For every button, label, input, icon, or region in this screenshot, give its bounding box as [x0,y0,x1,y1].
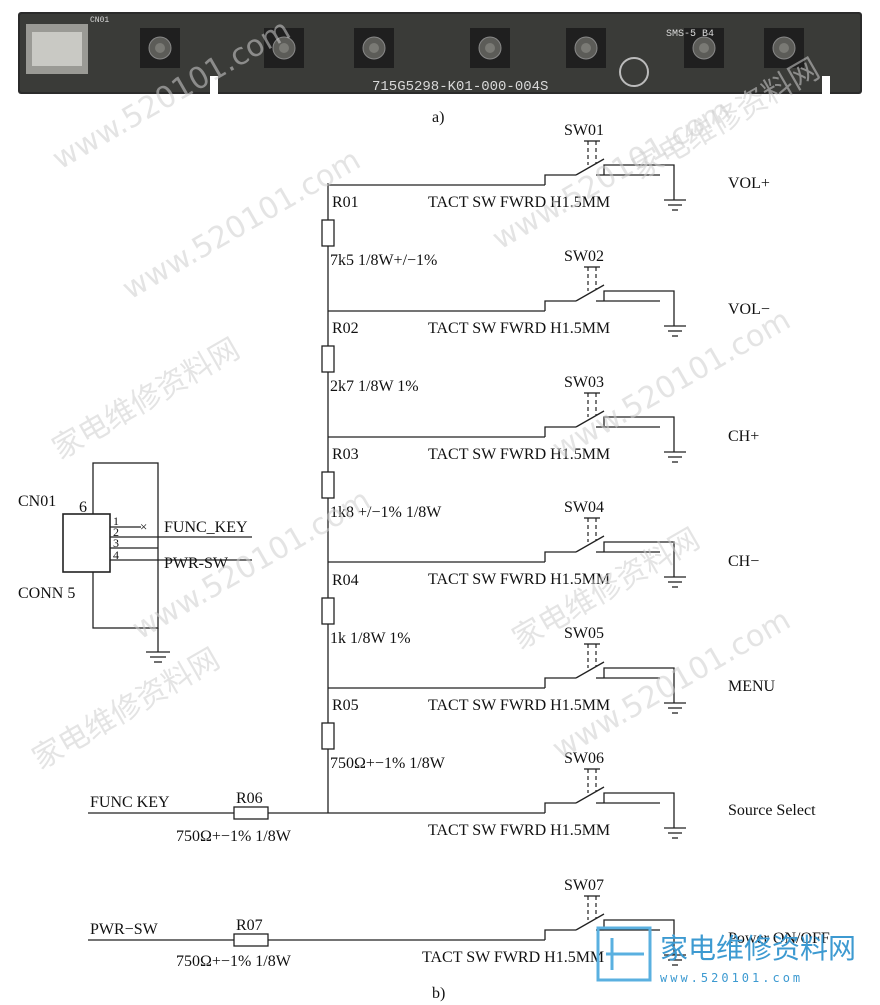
pin-3-label: 3 [113,536,119,550]
logo-text-url: www.520101.com [660,971,803,985]
caption-a: a) [432,109,444,126]
input-pwr-sw: PWR−SW R07 750Ω+−1% 1/8W [88,917,545,970]
pin-2-label: 2 [113,525,119,539]
resistor-ref: R03 [332,446,359,463]
board-marking: 715G5298-K01-000-004S [372,79,548,95]
resistor-ref: R04 [332,572,359,589]
connector-cn01: 1 2 3 4 × CN01 6 CONN 5 FUNC_KEY PWR-SW [18,462,252,663]
switch-part: TACT SW FWRD H1.5MM [422,949,604,966]
switch-function: CH+ [728,428,759,445]
schematic: 1 2 3 4 × CN01 6 CONN 5 FUNC_KEY PWR-SW … [18,122,830,970]
resistor-r04 [321,597,335,625]
switch-function: VOL− [728,301,770,318]
switch-function: VOL+ [728,175,770,192]
switch-lever [575,786,605,804]
small-marking: CN01 [90,16,109,25]
resistor-value: 750Ω+−1% 1/8W [330,755,446,772]
switch-part: TACT SW FWRD H1.5MM [428,194,610,211]
net-label-func-key: FUNC_KEY [164,519,248,536]
switch-function: Source Select [728,802,816,819]
logo-mark [596,926,652,982]
switch-function: MENU [728,678,776,695]
resistor-r05 [321,722,335,750]
resistor-value: 1k8 +/−1% 1/8W [330,504,442,521]
watermark-text: 家电维修资料网 [27,642,226,777]
resistor-ref: R02 [332,320,359,337]
ref-r06: R06 [236,790,263,807]
value-r07: 750Ω+−1% 1/8W [176,953,292,970]
connector-part: CONN 5 [18,585,75,602]
switch-lever [575,535,605,553]
pin-1-label: 1 [113,514,119,528]
switch-lever [575,158,605,176]
resistor-r03 [321,471,335,499]
switch-function: CH− [728,553,759,570]
caption-b: b) [432,985,445,1002]
switch-ref: SW03 [564,374,604,391]
connector-body [62,513,111,573]
switch-function: Power ON/OFF [728,930,830,947]
pin-4-label: 4 [113,548,119,562]
switch-lever [575,913,605,931]
switch-ref: SW02 [564,248,604,265]
resistor-value: 7k5 1/8W+/−1% [330,252,437,269]
switch-ref: SW07 [564,877,604,894]
switch-part: TACT SW FWRD H1.5MM [428,320,610,337]
net-func-key: FUNC KEY [90,794,170,811]
input-func-key: FUNC KEY R06 750Ω+−1% 1/8W [88,790,328,845]
resistor-r07 [233,933,269,947]
switch-part: TACT SW FWRD H1.5MM [428,446,610,463]
ref-r07: R07 [236,917,263,934]
logo-text-cn: 家电维修资料网 [660,932,856,965]
site-logo: 家电维修资料网 www.520101.com [596,926,856,985]
switch-lever [575,284,605,302]
net-pwr-sw: PWR−SW [90,921,159,938]
resistor-r02 [321,345,335,373]
switch-ref: SW05 [564,625,604,642]
corner-marking: SMS-5 B4 [666,29,714,40]
switch-part: TACT SW FWRD H1.5MM [428,571,610,588]
switch-ref: SW01 [564,122,604,139]
resistor-ref: R05 [332,697,359,714]
resistor-value: 1k 1/8W 1% [330,630,411,647]
switch-ref: SW06 [564,750,604,767]
watermark-text: 家电维修资料网 [47,332,246,467]
switch-lever [575,661,605,679]
pcb-mounting-mark [619,57,649,87]
switch-lever [575,410,605,428]
value-r06: 750Ω+−1% 1/8W [176,828,292,845]
connector-ref: CN01 [18,493,56,510]
resistor-value: 2k7 1/8W 1% [330,378,419,395]
resistor-r06 [233,806,269,820]
connector-ground-symbol [146,651,170,663]
resistor-ref: R01 [332,194,359,211]
switch-ref: SW04 [564,499,604,516]
switch-part: TACT SW FWRD H1.5MM [428,822,610,839]
switch-part: TACT SW FWRD H1.5MM [428,697,610,714]
no-connect-mark: × [140,519,147,534]
pcb-photo: 715G5298-K01-000-004S SMS-5 B4 CN01 [18,12,862,95]
connector-pin-count: 6 [79,499,87,516]
resistor-r01 [321,219,335,247]
net-label-pwr-sw: PWR-SW [164,555,229,572]
